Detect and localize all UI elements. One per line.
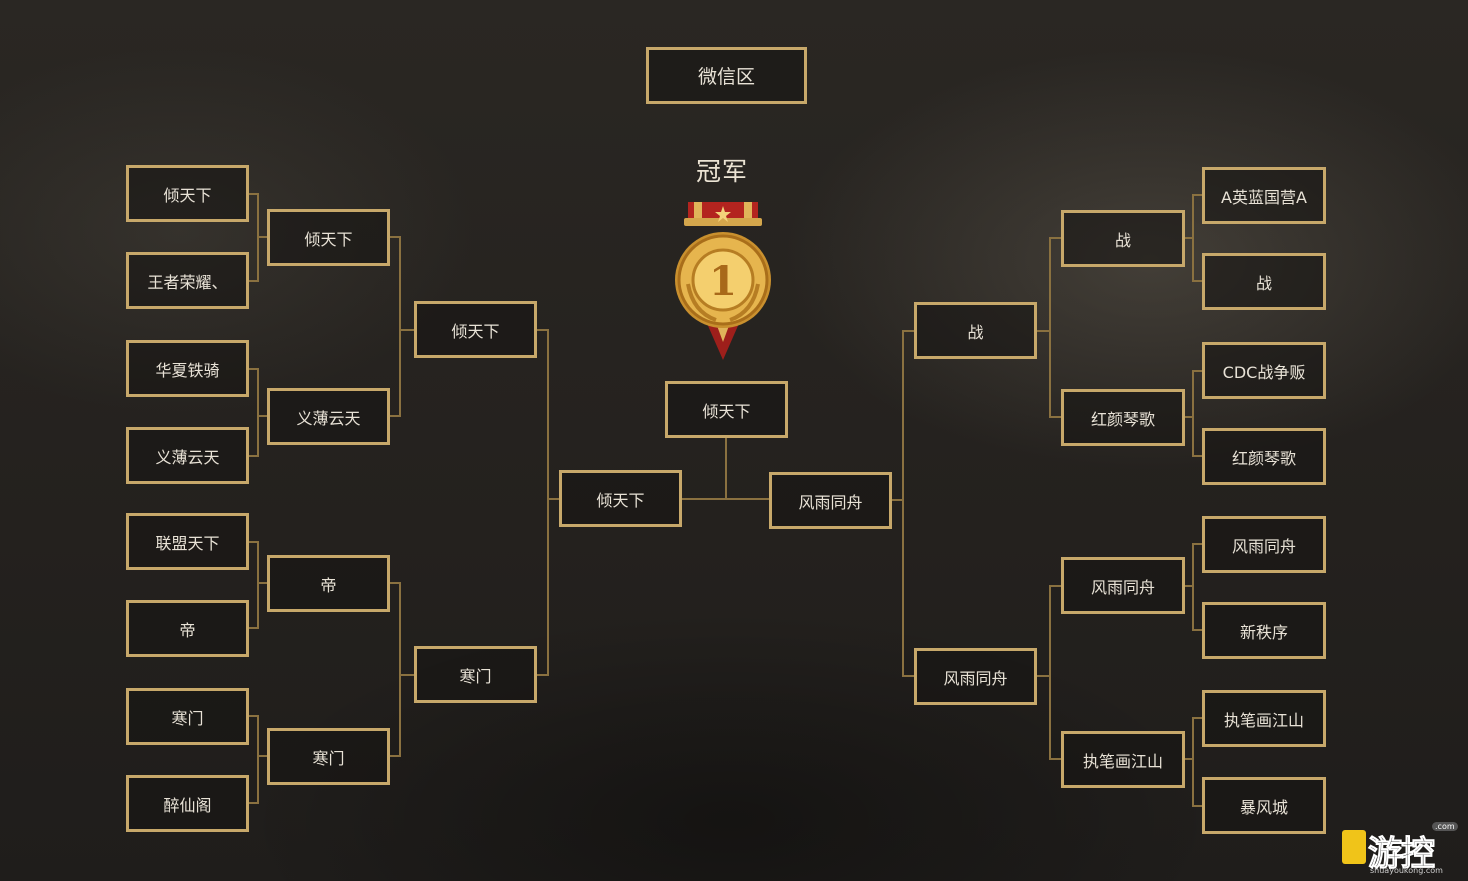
- left-r2-team-2[interactable]: 义薄云天: [267, 388, 390, 445]
- right-r1-team-6[interactable]: 新秩序: [1202, 602, 1326, 659]
- left-r2-team-4[interactable]: 寒门: [267, 728, 390, 785]
- right-r2-team-2[interactable]: 红颜琴歌: [1061, 389, 1185, 446]
- right-r3-team-2[interactable]: 风雨同舟: [914, 648, 1037, 705]
- right-r1-team-7[interactable]: 执笔画江山: [1202, 690, 1326, 747]
- left-r1-team-5[interactable]: 联盟天下: [126, 513, 249, 570]
- right-r3-team-1[interactable]: 战: [914, 302, 1037, 359]
- right-r1-team-2[interactable]: 战: [1202, 253, 1326, 310]
- left-r2-team-1[interactable]: 倾天下: [267, 209, 390, 266]
- left-r1-team-1[interactable]: 倾天下: [126, 165, 249, 222]
- logo-url: shuayoukong.com: [1370, 866, 1443, 875]
- left-semi-team[interactable]: 倾天下: [559, 470, 682, 527]
- left-r1-team-3[interactable]: 华夏铁骑: [126, 340, 249, 397]
- right-r1-team-4[interactable]: 红颜琴歌: [1202, 428, 1326, 485]
- right-r1-team-5[interactable]: 风雨同舟: [1202, 516, 1326, 573]
- logo-text: 游控: [1368, 834, 1436, 875]
- right-r2-team-4[interactable]: 执笔画江山: [1061, 731, 1185, 788]
- logo-badge: .com: [1432, 822, 1458, 831]
- left-r1-team-7[interactable]: 寒门: [126, 688, 249, 745]
- svg-text:1: 1: [709, 258, 737, 305]
- logo-mark-icon: [1342, 830, 1366, 864]
- champion-label: 冠军: [695, 157, 748, 186]
- left-r3-team-2[interactable]: 寒门: [414, 646, 537, 703]
- left-r1-team-6[interactable]: 帝: [126, 600, 249, 657]
- final-winner[interactable]: 倾天下: [665, 381, 788, 438]
- left-r1-team-8[interactable]: 醉仙阁: [126, 775, 249, 832]
- right-semi-team[interactable]: 风雨同舟: [769, 472, 892, 529]
- site-logo: 游控 .com shuayoukong.com: [1342, 822, 1460, 878]
- region-title: 微信区: [646, 47, 807, 104]
- right-r2-team-3[interactable]: 风雨同舟: [1061, 557, 1185, 614]
- right-r1-team-3[interactable]: CDC战争贩: [1202, 342, 1326, 399]
- right-r1-team-8[interactable]: 暴风城: [1202, 777, 1326, 834]
- champion-medal-icon: 1: [675, 202, 771, 360]
- left-r2-team-3[interactable]: 帝: [267, 555, 390, 612]
- left-r1-team-4[interactable]: 义薄云天: [126, 427, 249, 484]
- left-r3-team-1[interactable]: 倾天下: [414, 301, 537, 358]
- left-r1-team-2[interactable]: 王者荣耀、: [126, 252, 249, 309]
- right-r2-team-1[interactable]: 战: [1061, 210, 1185, 267]
- right-r1-team-1[interactable]: A英蓝国营A: [1202, 167, 1326, 224]
